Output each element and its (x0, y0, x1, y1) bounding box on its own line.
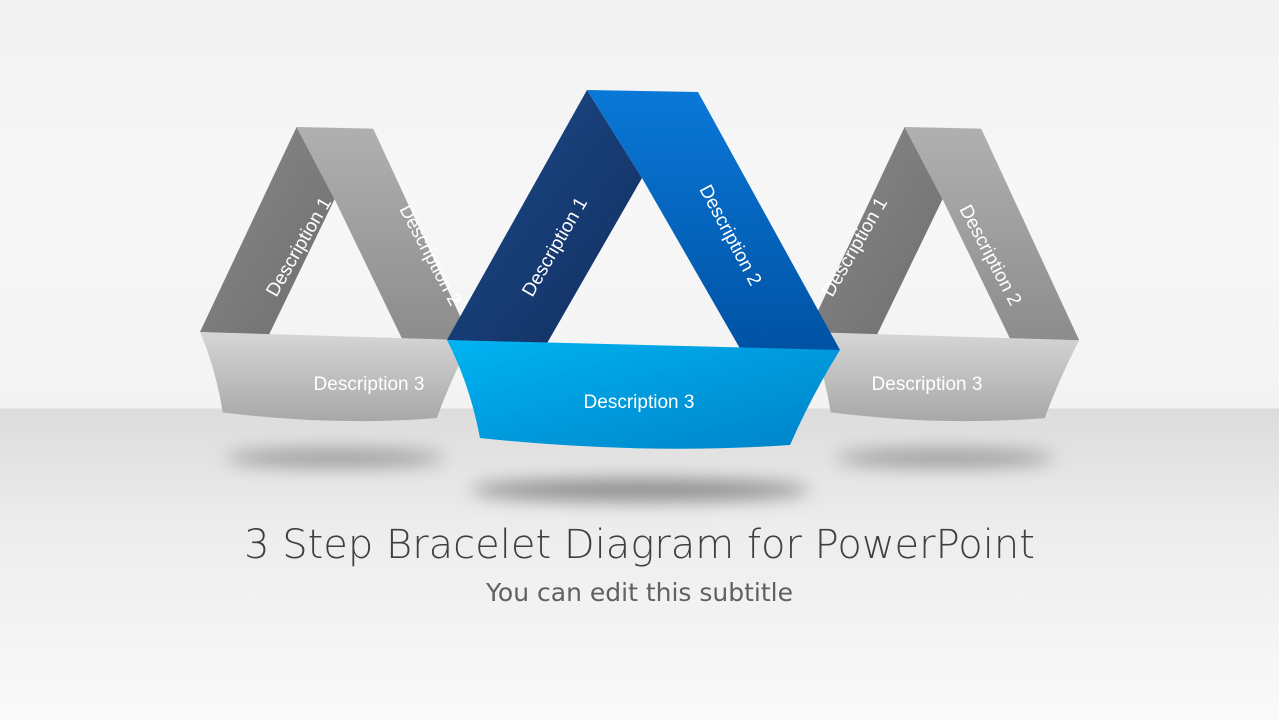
bracelet-right (808, 127, 1080, 422)
band-2 (904, 127, 1080, 342)
bracelet-center (447, 90, 840, 449)
bracelet-left (200, 127, 472, 422)
shadow-right (835, 449, 1055, 467)
left-label-3: Description 3 (314, 374, 425, 395)
band-2 (587, 90, 840, 352)
slide-title: 3 Step Bracelet Diagram for PowerPoint (244, 522, 1035, 568)
slide-subtitle: You can edit this subtitle (485, 578, 794, 607)
band-1 (447, 90, 642, 345)
shadow-left (225, 449, 445, 467)
shadow-center (470, 479, 810, 501)
band-3 (808, 332, 1080, 422)
center-label-3: Description 3 (584, 392, 695, 413)
right-label-3: Description 3 (872, 374, 983, 395)
band-3 (447, 340, 840, 449)
band-1 (808, 127, 943, 337)
band-2 (296, 127, 472, 342)
band-3 (200, 332, 472, 422)
band-1 (200, 127, 335, 337)
